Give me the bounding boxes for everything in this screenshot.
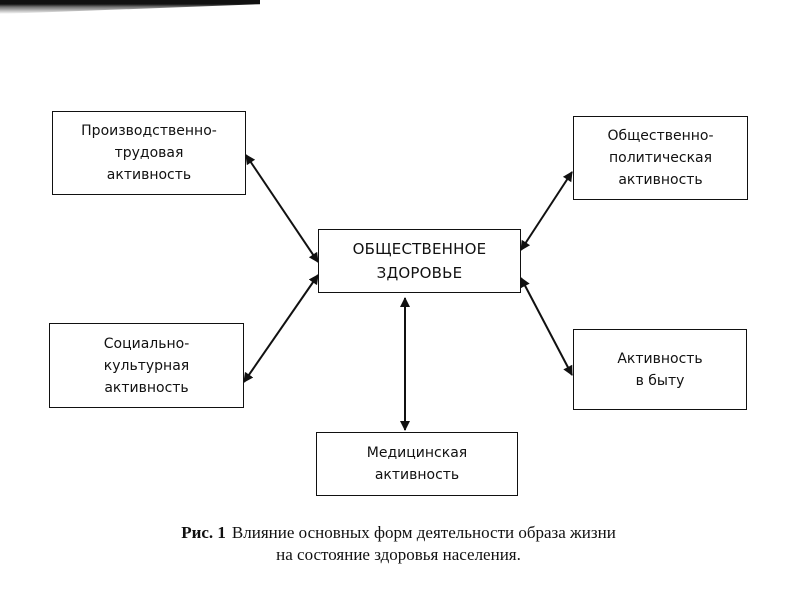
figure-caption: Рис. 1 Влияние основных форм деятельности… <box>60 522 737 566</box>
scan-edge-shadow <box>0 0 260 14</box>
figure-caption-text-1: Влияние основных форм деятельности образ… <box>231 523 616 542</box>
box-public-health-label: ОБЩЕСТВЕННОЕ ЗДОРОВЬЕ <box>352 240 487 282</box>
box-production-labor-activity: Производственно- трудовая активность <box>52 111 246 195</box>
arrow-center-production <box>245 154 319 263</box>
box-social-cultural-activity: Социально- культурная активность <box>49 323 244 408</box>
box-public-health: ОБЩЕСТВЕННОЕ ЗДОРОВЬЕ <box>318 229 521 293</box>
arrow-center-socio-political <box>520 171 573 251</box>
figure-caption-text-2: на состояние здоровья населения. <box>276 545 521 564</box>
box-socio-political-activity-label: Общественно- политическая активность <box>607 128 714 188</box>
box-medical-activity: Медицинская активность <box>316 432 518 496</box>
figure-number: Рис. 1 <box>181 523 226 542</box>
figure-caption-line-2: на состояние здоровья населения. <box>60 544 737 566</box>
box-medical-activity-label: Медицинская активность <box>366 445 468 483</box>
box-household-activity-label: Активность в быту <box>617 350 703 389</box>
arrow-center-household <box>520 277 573 376</box>
box-production-labor-activity-label: Производственно- трудовая активность <box>81 123 217 183</box>
box-household-activity: Активность в быту <box>573 329 747 410</box>
arrow-center-social-cultural <box>243 274 319 383</box>
box-social-cultural-activity-label: Социально- культурная активность <box>103 335 190 396</box>
box-socio-political-activity: Общественно- политическая активность <box>573 116 748 200</box>
figure-caption-line-1: Рис. 1 Влияние основных форм деятельности… <box>60 522 737 544</box>
